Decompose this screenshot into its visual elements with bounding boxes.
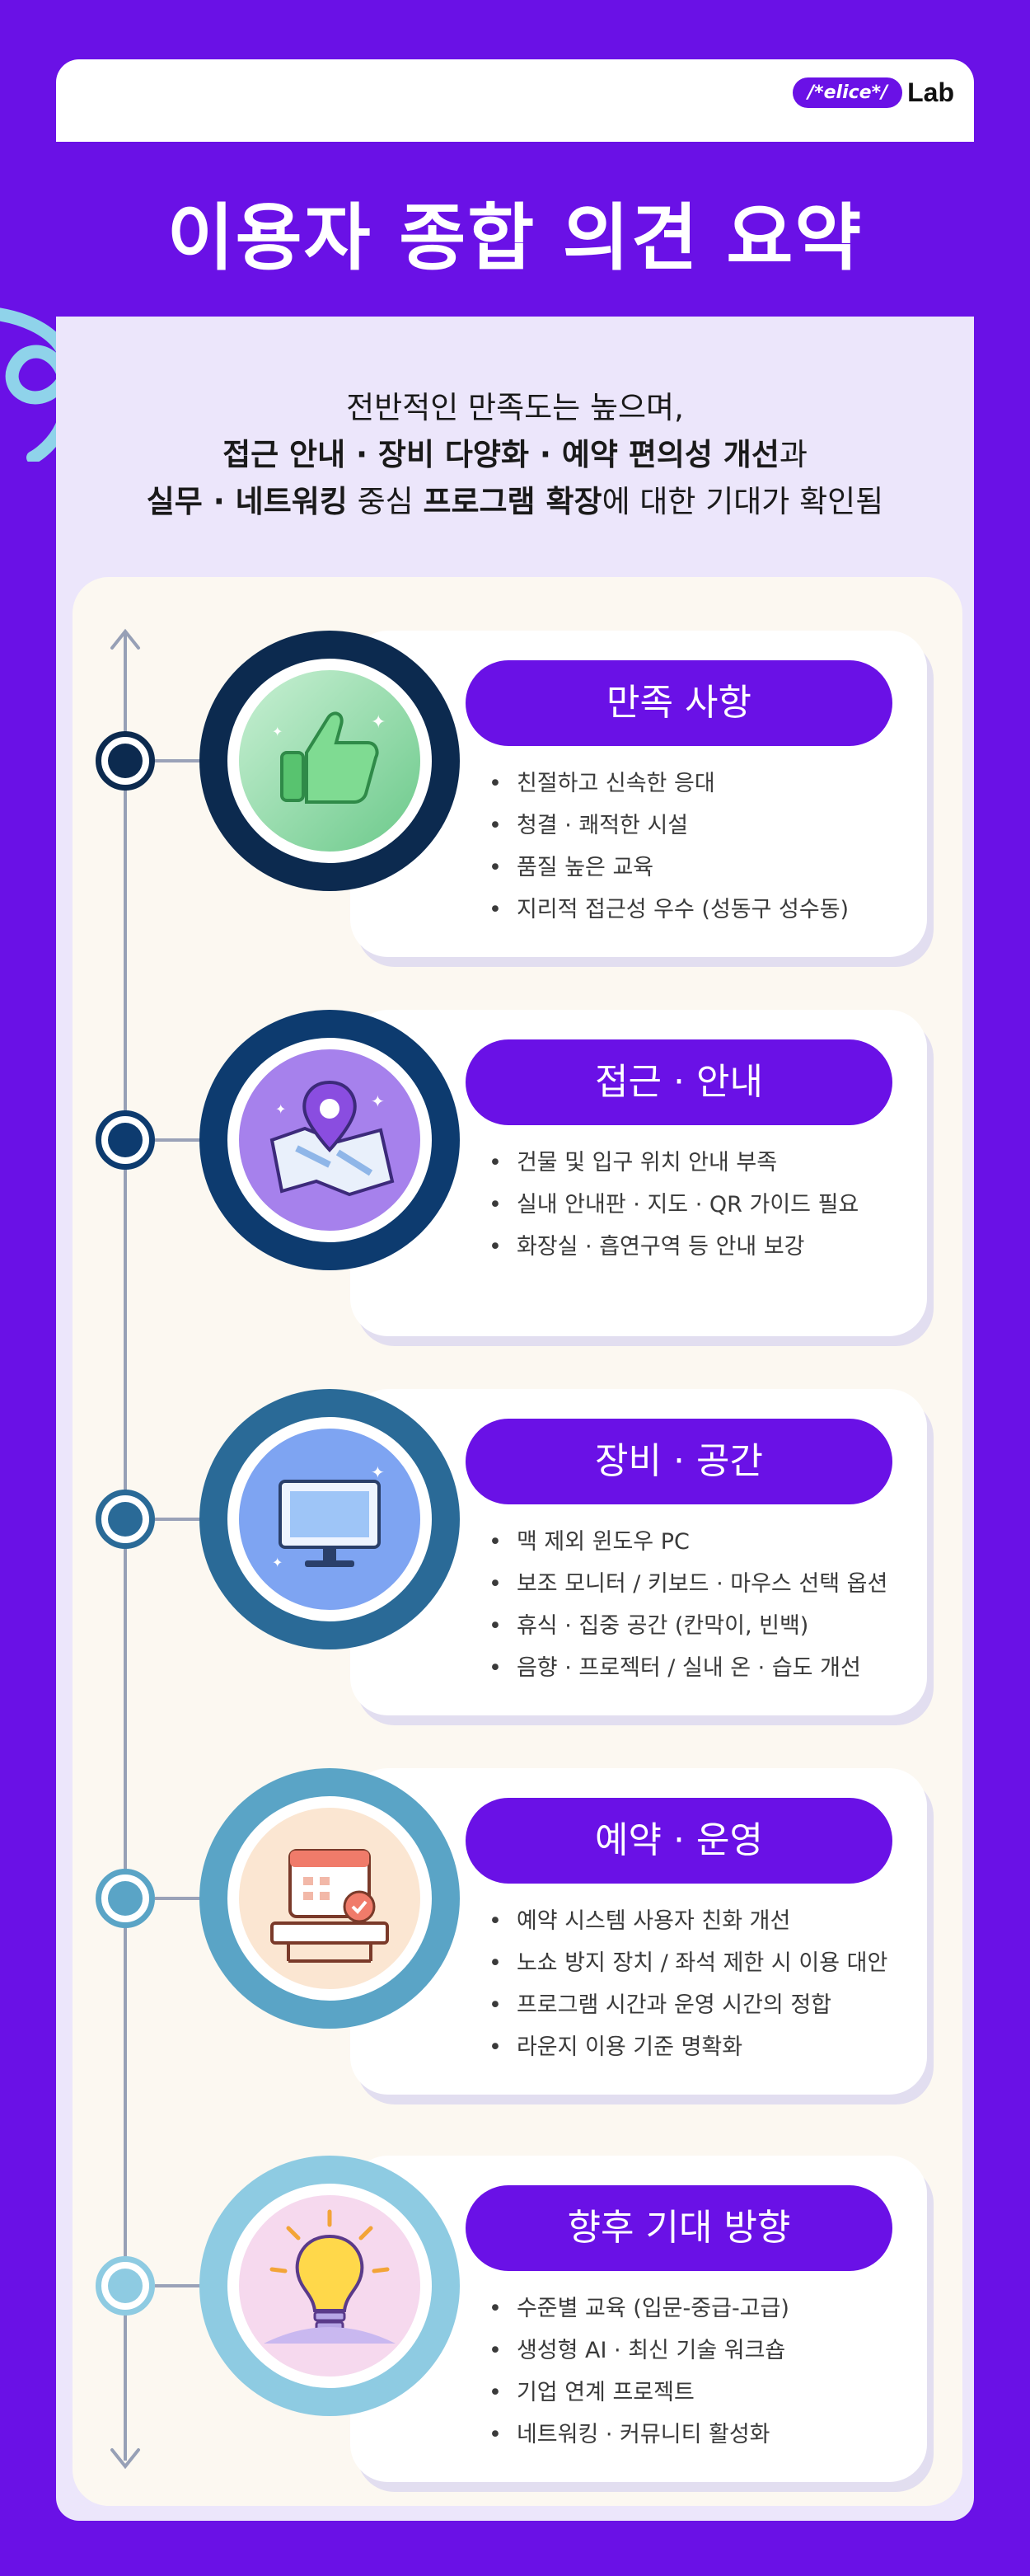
section-title-pill: 예약 · 운영: [466, 1798, 892, 1884]
thumbs-up-icon: ✦✦: [239, 670, 420, 852]
list-item: 음향 · 프로젝터 / 실내 온 · 습도 개선: [489, 1647, 887, 1689]
summary-line-3-mid: 중심: [347, 484, 424, 519]
list-item: 화장실 · 흡연구역 등 안내 보강: [489, 1226, 859, 1268]
list-item: 프로그램 시간과 운영 시간의 정합: [489, 1984, 887, 2026]
section-item-list: 친절하고 신속한 응대청결 · 쾌적한 시설품질 높은 교육지리적 접근성 우수…: [489, 762, 849, 931]
page-title: 이용자 종합 의견 요약: [166, 195, 864, 280]
section-title-pill: 만족 사항: [466, 660, 892, 746]
section-icon-ring: ✦✦: [199, 1010, 460, 1270]
list-item: 실내 안내판 · 지도 · QR 가이드 필요: [489, 1184, 859, 1226]
list-item: 노쇼 방지 장치 / 좌석 제한 시 이용 대안: [489, 1942, 887, 1984]
section-item-list: 맥 제외 윈도우 PC보조 모니터 / 키보드 · 마우스 선택 옵션휴식 · …: [489, 1521, 887, 1689]
list-item: 친절하고 신속한 응대: [489, 762, 849, 805]
timeline-connector: [155, 759, 213, 762]
summary-line-1: 전반적인 만족도는 높으며,: [346, 390, 684, 425]
list-item: 네트워킹 · 커뮤니티 활성화: [489, 2414, 789, 2456]
timeline-node: [96, 1869, 155, 1928]
timeline-connector: [155, 1897, 213, 1900]
list-item: 품질 높은 교육: [489, 847, 849, 889]
section-icon-ring: [199, 2156, 460, 2416]
list-item: 청결 · 쾌적한 시설: [489, 805, 849, 847]
list-item: 지리적 접근성 우수 (성동구 성수동): [489, 889, 849, 931]
list-item: 예약 시스템 사용자 친화 개선: [489, 1900, 887, 1942]
summary-line-3: 실무 · 네트워킹 중심 프로그램 확장에 대한 기대가 확인됨: [0, 478, 1030, 525]
svg-text:✦: ✦: [371, 712, 386, 733]
list-item: 보조 모니터 / 키보드 · 마우스 선택 옵션: [489, 1563, 887, 1605]
timeline-node: [96, 1110, 155, 1170]
summary-line-2-tail: 과: [779, 437, 808, 472]
section-item-list: 수준별 교육 (입문-중급-고급)생성형 AI · 최신 기술 워크숍기업 연계…: [489, 2287, 789, 2456]
list-item: 건물 및 입구 위치 안내 부족: [489, 1142, 859, 1184]
map-pin-icon: ✦✦: [239, 1049, 420, 1231]
section-title-pill: 향후 기대 방향: [466, 2185, 892, 2271]
svg-text:✦: ✦: [272, 1555, 283, 1570]
svg-text:✦: ✦: [371, 1091, 385, 1111]
header-bar: /*elice*/ Lab: [56, 59, 974, 142]
svg-text:✦: ✦: [272, 724, 283, 739]
arrow-down-icon: [110, 2448, 140, 2470]
list-item: 맥 제외 윈도우 PC: [489, 1521, 887, 1563]
section-icon-ring: ✦✦: [199, 631, 460, 891]
lightbulb-icon: [239, 2195, 420, 2377]
timeline-node: [96, 2256, 155, 2316]
arrow-up-icon: [110, 628, 140, 650]
logo-text: Lab: [907, 77, 954, 107]
timeline-connector: [155, 2284, 213, 2287]
section-icon-ring: [199, 1768, 460, 2029]
section-item-list: 건물 및 입구 위치 안내 부족실내 안내판 · 지도 · QR 가이드 필요화…: [489, 1142, 859, 1268]
monitor-icon: ✦✦: [239, 1429, 420, 1610]
list-item: 휴식 · 집중 공간 (칸막이, 빈백): [489, 1605, 887, 1647]
section-title-pill: 장비 · 공간: [466, 1419, 892, 1504]
section-item-list: 예약 시스템 사용자 친화 개선노쇼 방지 장치 / 좌석 제한 시 이용 대안…: [489, 1900, 887, 2068]
summary-line-2: 접근 안내 · 장비 다양화 · 예약 편의성 개선과: [0, 431, 1030, 478]
timeline-connector: [155, 1138, 213, 1142]
elice-lab-logo[interactable]: /*elice*/ Lab: [793, 77, 954, 108]
svg-text:✦: ✦: [371, 1462, 385, 1482]
summary-line-3-bold-1: 실무 · 네트워킹: [146, 484, 348, 519]
list-item: 생성형 AI · 최신 기술 워크숍: [489, 2330, 789, 2372]
summary-text: 전반적인 만족도는 높으며, 접근 안내 · 장비 다양화 · 예약 편의성 개…: [0, 384, 1030, 525]
list-item: 라운지 이용 기준 명확화: [489, 2026, 887, 2068]
svg-text:✦: ✦: [275, 1101, 286, 1117]
list-item: 수준별 교육 (입문-중급-고급): [489, 2287, 789, 2330]
section-title-pill: 접근 · 안내: [466, 1039, 892, 1125]
summary-line-2-bold: 접근 안내 · 장비 다양화 · 예약 편의성 개선: [222, 437, 780, 472]
calendar-icon: [239, 1808, 420, 1989]
list-item: 기업 연계 프로젝트: [489, 2372, 789, 2414]
summary-line-3-tail: 에 대한 기대가 확인됨: [602, 484, 884, 519]
section-card: 만족 사항 친절하고 신속한 응대청결 · 쾌적한 시설품질 높은 교육지리적 …: [350, 631, 927, 957]
timeline-node: [96, 1490, 155, 1549]
logo-pill: /*elice*/: [793, 77, 903, 108]
summary-line-3-bold-2: 프로그램 확장: [423, 484, 602, 519]
section-icon-ring: ✦✦: [199, 1389, 460, 1649]
timeline-connector: [155, 1518, 213, 1521]
timeline-node: [96, 731, 155, 791]
